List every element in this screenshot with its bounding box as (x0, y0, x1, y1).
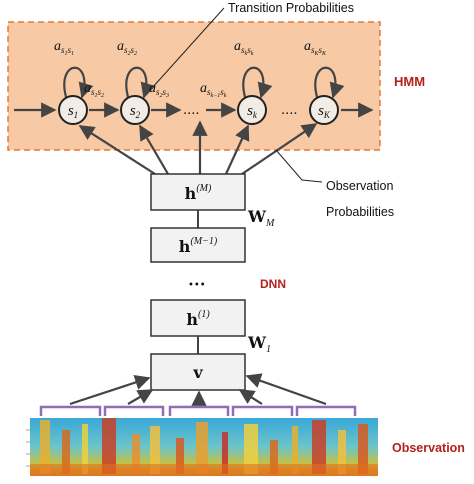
emission-arrow-sK (241, 123, 318, 175)
spectrogram (26, 418, 378, 476)
emission-arrow-s1 (78, 125, 156, 175)
dnn-label: DNN (260, 277, 286, 291)
state-label: s (68, 103, 74, 119)
layer-superscript: (M) (196, 183, 212, 194)
self-loop-s2 (125, 66, 156, 99)
dnn-layer-hM: h(M) (150, 173, 246, 211)
observation-probabilities-callout-line (275, 149, 323, 183)
svg-text:sk: sk (247, 103, 258, 120)
weight-label-WM: WM (247, 207, 275, 229)
observation-probabilities-label-line1: Observation (326, 179, 393, 193)
svg-text:v: v (192, 363, 203, 382)
svg-text:s1: s1 (68, 103, 78, 120)
observation-probabilities-label-line2: Probabilities (326, 205, 394, 219)
dnn-layer-hM-1: h(M−1) (150, 227, 246, 263)
svg-text:s2: s2 (130, 103, 141, 120)
state-subscript: k (253, 110, 258, 120)
state-s2: s2 (120, 95, 150, 125)
state-subscript: 1 (74, 110, 79, 120)
forward-transition-label-1-2: as1s2 (84, 81, 104, 99)
svg-text:h(M−1): h(M−1) (179, 236, 218, 256)
self-transition-label-K: asKsK (304, 39, 327, 57)
dnn-layer-h1: h(1) (150, 299, 246, 337)
self-loop-s1 (63, 66, 94, 99)
dnn-input-layer-v: v (150, 353, 246, 391)
input-arrow-frame2 (127, 389, 154, 405)
layer-superscript: (1) (198, 309, 210, 320)
svg-text:h(M): h(M) (185, 183, 212, 203)
layer-symbol: h (179, 237, 191, 256)
forward-transition-label-2-3: as2s3 (149, 81, 169, 99)
states-ellipsis-middle: .... (183, 103, 200, 118)
layer-symbol: h (186, 310, 198, 329)
state-subscript: 2 (136, 110, 141, 120)
state-s1: s1 (58, 95, 88, 125)
state-label: s (318, 103, 324, 119)
state-label: s (130, 103, 136, 119)
transition-probabilities-label: Transition Probabilities (228, 1, 354, 15)
state-sk: sk (237, 95, 267, 125)
dnn-dots: ••• (188, 280, 206, 291)
self-loop-sk (242, 66, 273, 99)
self-transition-label-k: asksk (234, 39, 254, 57)
layer-symbol: h (185, 184, 197, 203)
self-transition-label-1: as1s1 (54, 39, 74, 57)
self-loop-sK (314, 66, 345, 99)
state-sK: sK (309, 95, 339, 125)
input-arrow-frame4 (238, 389, 263, 405)
emission-arrow-sk (225, 124, 250, 175)
states-ellipsis-right: .... (281, 103, 298, 118)
transition-callout-line (151, 7, 225, 89)
forward-transition-label-k-1-k: ask−1sk (200, 81, 227, 99)
self-transition-label-2: as2s2 (117, 39, 137, 57)
input-arrow-frame5 (245, 373, 327, 406)
svg-text:h(1): h(1) (186, 309, 210, 329)
observation-label: Observation (392, 441, 465, 455)
weight-label-W1: W1 (247, 333, 271, 355)
layer-superscript: (M−1) (190, 236, 217, 247)
svg-text:sK: sK (318, 103, 331, 120)
emission-arrow-s2 (139, 124, 169, 175)
state-label: s (247, 103, 253, 119)
hmm-label: HMM (394, 74, 425, 89)
frame-brackets (39, 405, 357, 416)
state-subscript: K (323, 110, 331, 120)
input-arrow-frame1 (69, 375, 151, 406)
